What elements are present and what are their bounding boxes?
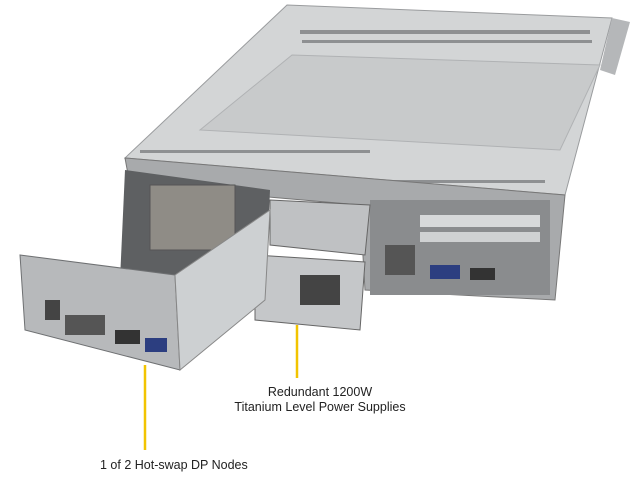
- chassis-right-side: [600, 18, 630, 75]
- chassis-lid-recess: [198, 54, 601, 151]
- power-supplies-callout-line2: Titanium Level Power Supplies: [234, 400, 406, 414]
- power-supplies-callout: Redundant 1200W Titanium Level Power Sup…: [225, 385, 415, 415]
- node-front-ports: [45, 300, 167, 352]
- power-supply-fan: [300, 275, 340, 305]
- cpu-heatsink: [149, 184, 236, 251]
- hot-swap-node-tray: [19, 254, 181, 371]
- power-supply-upper: [269, 199, 371, 256]
- top-vent-slots: [140, 30, 592, 183]
- rear-node-ports: [385, 215, 540, 280]
- chassis: [19, 4, 630, 372]
- power-supplies-callout-line1: Redundant 1200W: [267, 385, 373, 399]
- nodes-callout: 1 of 2 Hot-swap DP Nodes: [100, 458, 248, 472]
- node-side-wall: [174, 209, 271, 372]
